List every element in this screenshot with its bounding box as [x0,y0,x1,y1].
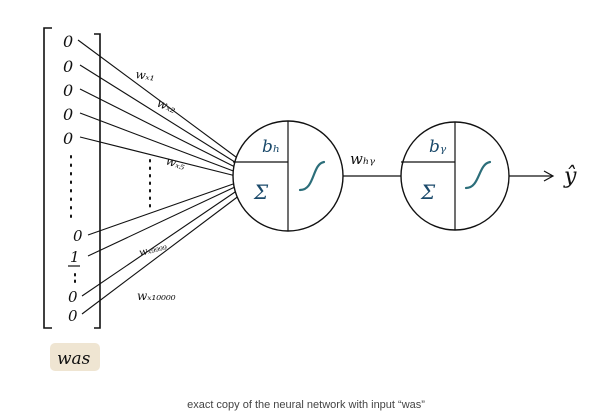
hidden-bias-label: bₕ [262,137,280,157]
input-entry: 0 [63,105,73,124]
vector-right-bracket [94,33,101,329]
figure-caption: exact copy of the neural network with in… [187,399,425,411]
input-entry: 0 [68,288,78,306]
output-arrow-head-icon [543,170,555,182]
output-sum-symbol: Σ [420,180,436,204]
input-entry: 0 [63,57,73,76]
weight-label: wₓ₁₀₀₀₀ [137,289,176,303]
input-word-badge [50,343,100,371]
input-entry: 0 [63,129,73,148]
vector-left-bracket [43,27,52,329]
hidden-neuron: bₕ Σ [232,120,344,232]
input-connections [77,39,241,315]
hidden-sigmoid-icon [298,160,326,192]
weight-label: wₓ₅ [164,154,187,173]
output-label: ŷ [563,164,577,189]
input-entry-one: 1 [70,248,80,266]
hidden-sum-symbol: Σ [253,180,269,204]
output-sigmoid-icon [464,160,492,190]
weight-label: wₓ₉₉₉₉ [138,241,168,258]
hidden-output-weight-label: wₕᵧ [350,150,375,168]
input-entry: 0 [68,307,78,325]
output-neuron: bᵧ Σ [400,121,510,231]
weight-label: wₓ₁ [135,67,156,84]
input-entry: 0 [63,32,73,51]
input-word: was [57,349,91,369]
input-entry: 0 [63,81,73,100]
output-bias-label: bᵧ [429,137,447,157]
weight-label: wₓ₂ [155,96,178,116]
input-entry: 0 [73,227,83,245]
